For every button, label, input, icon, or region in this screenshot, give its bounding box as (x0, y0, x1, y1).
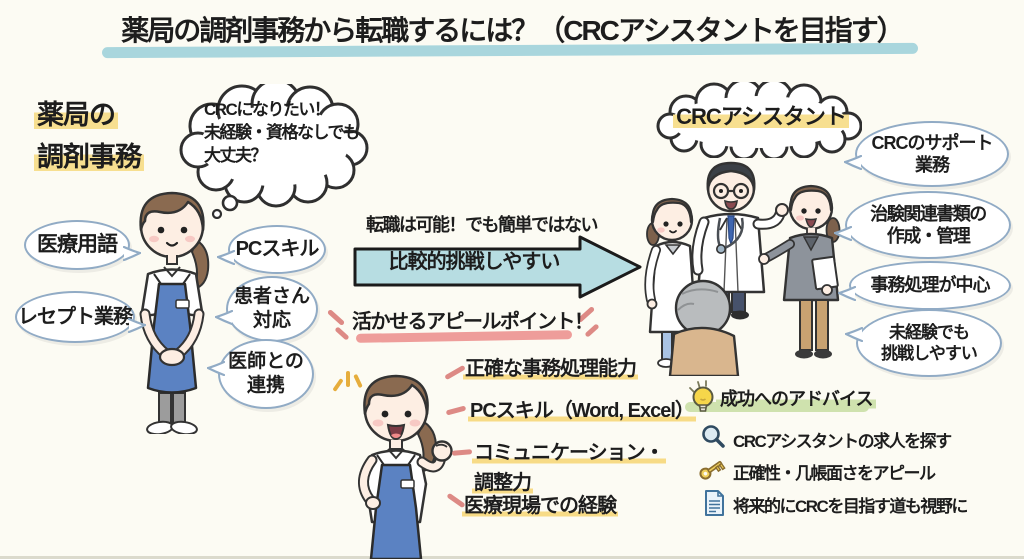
bubble-label: 患者さん 対応 (233, 286, 310, 331)
appeal-item-2: PCスキル（Word, Excel） (468, 396, 696, 426)
lightbulb-icon (689, 380, 714, 412)
document-icon (705, 490, 724, 516)
left-section-heading: 薬局の 調剤事務 (34, 94, 144, 178)
heading-line-1: 薬局の (34, 100, 118, 130)
sparkle-mark (332, 378, 344, 392)
arrow-label: 比較的挑戦しやすい (388, 251, 561, 273)
crc-cloud-label: CRCアシスタント (672, 99, 850, 131)
ponytail (190, 238, 210, 291)
clinical-team-illustration (644, 161, 841, 376)
magnifier-icon (702, 425, 725, 448)
advice-item-2: 正確性・几帳面さをアピール (733, 464, 936, 483)
bubble-tail (128, 317, 146, 333)
bubble-trial-documents: 治験関連書類の 作成・管理 (834, 191, 1011, 259)
appeal-heading: 活かせるアピールポイント！ (352, 311, 594, 333)
appeal-item-3: コミュニケーション・ 調整力 (472, 438, 666, 498)
hair (363, 374, 429, 416)
bubble-tail (217, 250, 235, 266)
bubble-label: 事務処理が中心 (870, 275, 991, 296)
appeal-item-4: 医療現場での経験 (462, 491, 618, 521)
appeal-text: PCスキル（Word, Excel） (468, 400, 696, 422)
bubble-tail (123, 245, 141, 261)
emphasis-mark (326, 308, 346, 327)
elderly-woman-figure (668, 279, 740, 376)
transition-arrow (353, 235, 642, 299)
doctor-figure (691, 161, 789, 320)
appeal-text: 医療現場での経験 (462, 495, 618, 517)
key-icon (699, 460, 726, 480)
apron (146, 282, 198, 394)
bubble-tail (207, 360, 225, 376)
bubble-pc-skill: PCスキル (217, 225, 326, 274)
crc-label-text: CRCアシスタント (673, 104, 849, 129)
page-title: 薬局の調剤事務から転職するには？（CRCアシスタントを目指す） (121, 15, 905, 46)
bubble-beginner-friendly: 未経験でも 挑戦しやすい (845, 309, 1002, 377)
advice-heading-text: 成功へのアドバイス (716, 389, 877, 409)
advice-item-1: CRCアシスタントの求人を探す (733, 432, 952, 451)
bubble-receipt-work: レセプト業務 (15, 291, 146, 343)
advice-heading: 成功へのアドバイス (716, 385, 877, 411)
heading-line-2: 調剤事務 (34, 142, 144, 172)
thought-cloud (179, 84, 369, 219)
bubble-label: 医師との 連携 (228, 351, 304, 396)
cheering-clerk-illustration (358, 374, 453, 559)
bubble-patient-support: 患者さん 対応 (215, 276, 318, 342)
bubble-doctor-liaison: 医師との 連携 (207, 339, 314, 409)
bubble-clerical-focus: 事務処理が中心 (838, 261, 1011, 310)
emphasis-mark (451, 449, 473, 456)
bubble-label: レセプト業務 (18, 305, 133, 328)
bubble-tail (215, 310, 233, 326)
appeal-text: コミュニケーション・ 調整力 (472, 442, 666, 494)
thought-bubble-text: CRCになりたい！ 未経験・資格なしでも 大丈夫？ (204, 100, 360, 165)
bottom-edge-line (0, 556, 1024, 559)
appeal-item-1: 正確な事務処理能力 (463, 354, 638, 384)
bubble-tail (834, 226, 852, 242)
hair (139, 191, 205, 232)
appeal-text: 正確な事務処理能力 (463, 358, 638, 380)
bubble-label: PCスキル (235, 238, 320, 260)
bubble-crc-support: CRCのサポート 業務 (844, 121, 1009, 187)
bubble-medical-terms: 医療用語 (24, 220, 141, 270)
emphasis-mark (334, 326, 350, 341)
transition-note: 転職は可能！でも簡単ではない (366, 215, 599, 235)
bubble-tail (844, 155, 862, 171)
bubble-label: 未経験でも 挑戦しやすい (881, 322, 978, 363)
advice-item-3: 将来的にCRCを目指す道も視野に (733, 497, 968, 516)
bubble-label: 治験関連書類の 作成・管理 (870, 203, 987, 247)
sparkle-mark (346, 371, 350, 387)
bubble-label: 医療用語 (37, 232, 118, 256)
pharmacy-clerk-illustration (139, 191, 210, 434)
bubble-tail (845, 327, 863, 342)
bubble-tail (838, 286, 856, 302)
suit-woman-figure (758, 184, 841, 359)
bubble-label: CRCのサポート 業務 (871, 132, 994, 176)
